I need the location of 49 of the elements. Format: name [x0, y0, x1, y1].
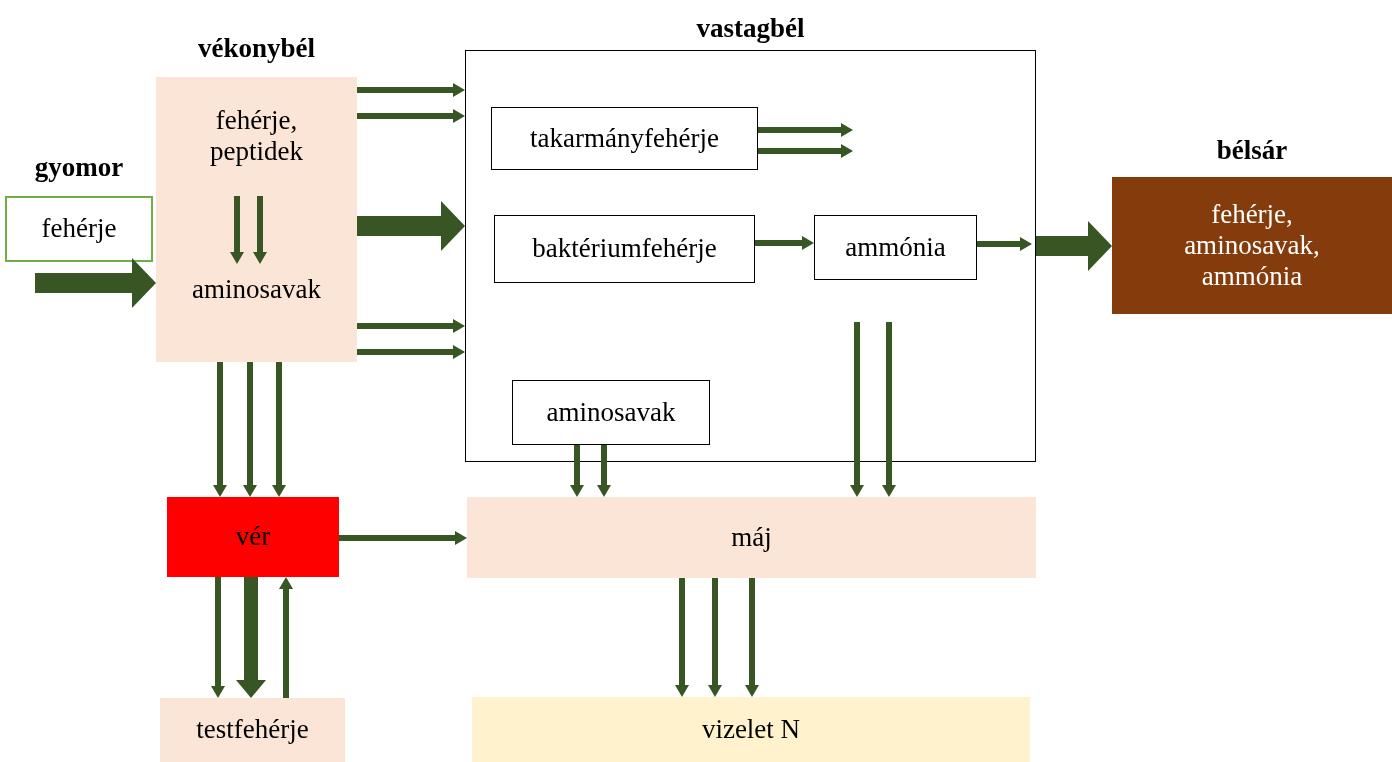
body-protein-box	[160, 698, 345, 762]
node-text: fehérje, peptidek	[209, 105, 304, 168]
arrow	[243, 362, 257, 497]
process-box	[814, 215, 977, 280]
arrow	[882, 322, 896, 497]
arrow	[211, 577, 225, 698]
arrow	[675, 578, 689, 697]
node-text: vér	[235, 521, 271, 553]
arrow	[35, 258, 156, 308]
node-text: takarmányfehérje	[530, 122, 719, 154]
arrow	[755, 236, 814, 250]
section-heading: gyomor	[34, 152, 124, 183]
arrow	[357, 345, 465, 359]
node-text: aminosavak	[191, 274, 322, 306]
node-text: baktériumfehérje	[532, 233, 717, 265]
arrow	[272, 362, 286, 497]
section-heading: vastagbél	[696, 13, 805, 44]
arrow	[758, 144, 853, 158]
arrow	[977, 237, 1032, 251]
process-box	[512, 380, 710, 445]
arrow	[570, 445, 584, 497]
process-box	[491, 107, 758, 170]
node-text: aminosavak	[546, 396, 676, 428]
arrow	[357, 83, 465, 97]
node-text: máj	[731, 521, 772, 553]
arrow	[213, 362, 227, 497]
arrow	[1036, 221, 1112, 271]
arrow	[236, 577, 266, 698]
arrow	[339, 531, 467, 545]
arrow	[357, 319, 465, 333]
arrow	[745, 578, 759, 697]
node-text: vizelet N	[701, 713, 801, 745]
arrow	[357, 201, 465, 251]
section-heading: bélsár	[1216, 135, 1288, 166]
node-text: fehérje	[41, 213, 117, 245]
node-text: fehérje, aminosavak, ammónia	[1183, 198, 1321, 293]
arrow	[357, 109, 465, 123]
blood-box	[167, 497, 339, 577]
arrow	[597, 445, 611, 497]
arrow	[758, 123, 853, 137]
liver-box	[467, 497, 1036, 578]
arrow	[279, 577, 293, 698]
node-text: testfehérje	[196, 714, 309, 746]
urine-box	[472, 697, 1030, 762]
arrow	[708, 578, 722, 697]
process-box	[494, 215, 755, 283]
section-heading: vékonybél	[198, 33, 315, 64]
node-text: ammónia	[845, 231, 946, 263]
arrow	[850, 322, 864, 497]
